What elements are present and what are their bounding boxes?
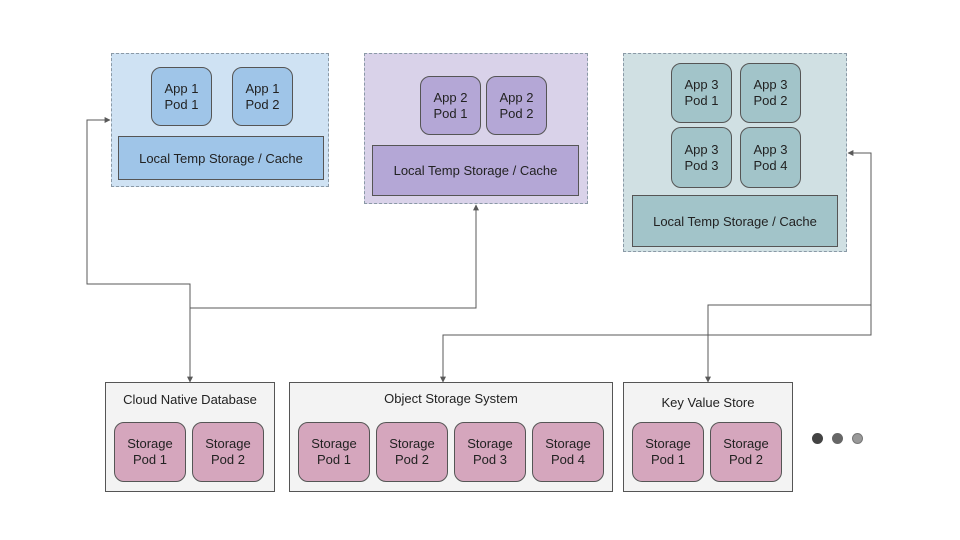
app1-local-cache[interactable]: Local Temp Storage / Cache [118,136,324,180]
key-value-store[interactable]: Key Value Store Storage Pod 1 Storage Po… [623,382,793,492]
kv-store-storage-pod-1[interactable]: Storage Pod 1 [632,422,704,482]
ellipsis-dots-icon [812,433,823,444]
app3-pod-4[interactable]: App 3 Pod 4 [740,127,801,188]
kv-store-title: Key Value Store [661,395,755,410]
app2-local-cache[interactable]: Local Temp Storage / Cache [372,145,579,196]
ellipsis-dots-icon [852,433,863,444]
kv-store-storage-pod-2[interactable]: Storage Pod 2 [710,422,782,482]
app3-pod-2[interactable]: App 3 Pod 2 [740,63,801,123]
app2-group: App 2 Pod 1 App 2 Pod 2 Local Temp Stora… [364,53,588,204]
app3-local-cache[interactable]: Local Temp Storage / Cache [632,195,838,247]
app3-pod-1[interactable]: App 3 Pod 1 [671,63,732,123]
object-storage-pod-3[interactable]: Storage Pod 3 [454,422,526,482]
cloud-db-storage-pod-1[interactable]: Storage Pod 1 [114,422,186,482]
cloud-native-database[interactable]: Cloud Native Database Storage Pod 1 Stor… [105,382,275,492]
object-storage-system[interactable]: Object Storage System Storage Pod 1 Stor… [289,382,613,492]
connector-app3-to-kv-store [705,304,871,383]
connector-app2-to-cloud-db [190,204,479,309]
app3-group: App 3 Pod 1 App 3 Pod 2 App 3 Pod 3 App … [623,53,847,252]
cloud-db-title: Cloud Native Database [123,392,257,407]
app2-pod-2[interactable]: App 2 Pod 2 [486,76,547,135]
app2-pod-1[interactable]: App 2 Pod 1 [420,76,481,135]
app1-group: App 1 Pod 1 App 1 Pod 2 Local Temp Stora… [111,53,329,187]
app1-pod-1[interactable]: App 1 Pod 1 [151,67,212,126]
object-storage-pod-4[interactable]: Storage Pod 4 [532,422,604,482]
ellipsis-dots-icon [832,433,843,444]
object-storage-title: Object Storage System [384,391,518,406]
object-storage-pod-2[interactable]: Storage Pod 2 [376,422,448,482]
app3-pod-3[interactable]: App 3 Pod 3 [671,127,732,188]
object-storage-pod-1[interactable]: Storage Pod 1 [298,422,370,482]
cloud-db-storage-pod-2[interactable]: Storage Pod 2 [192,422,264,482]
app1-pod-2[interactable]: App 1 Pod 2 [232,67,293,126]
